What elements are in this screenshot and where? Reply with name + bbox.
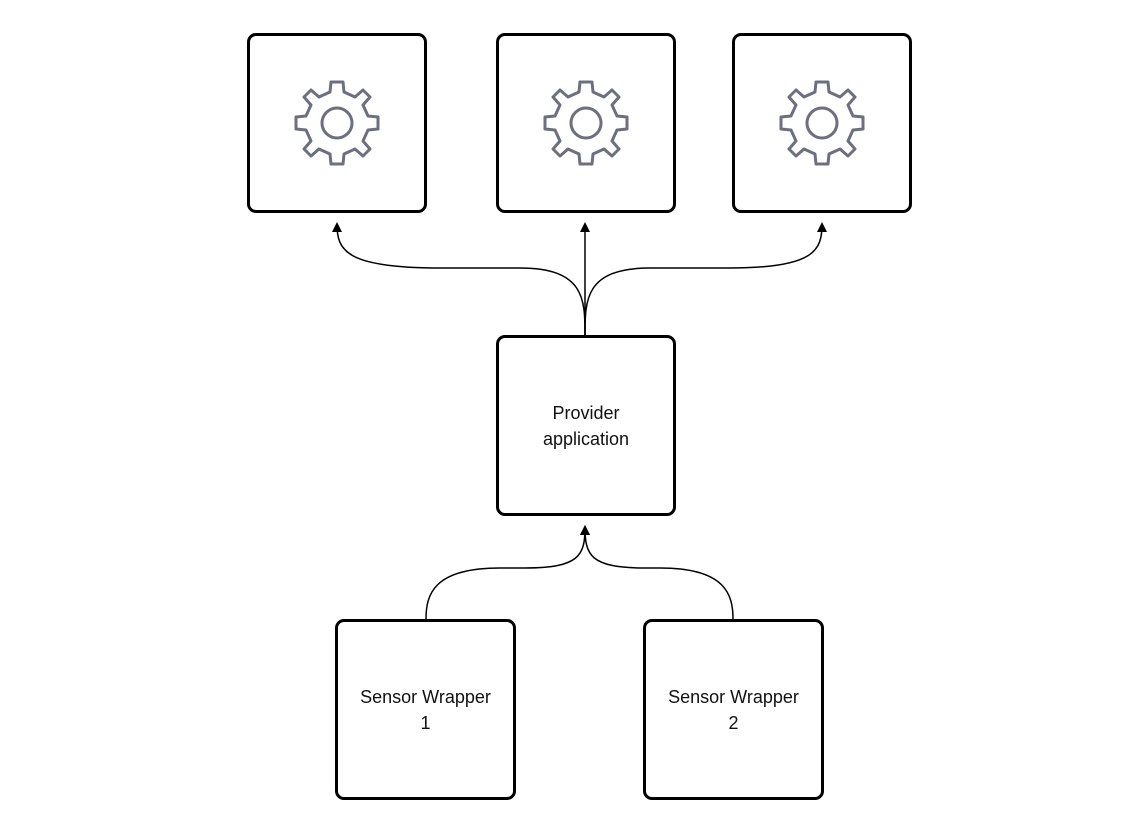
sensor-wrapper-node-2[interactable]: Sensor Wrapper 2 [643,619,824,800]
gear-icon [777,78,867,168]
edge-sensor-2-to-provider [580,525,734,620]
consumer-node-2[interactable] [496,33,676,213]
sensor-wrapper-2-label: Sensor Wrapper 2 [668,686,799,733]
sensor-wrapper-node-1[interactable]: Sensor Wrapper 1 [335,619,516,800]
edge-provider-to-consumer-1 [332,222,586,336]
provider-application-label: Provider application [542,402,630,449]
sensor-wrapper-1-label: Sensor Wrapper 1 [360,686,491,733]
consumer-node-3[interactable] [732,33,912,213]
consumer-node-1[interactable] [247,33,427,213]
gear-icon [541,78,631,168]
gear-icon [292,78,382,168]
edge-sensor-1-to-provider [425,525,590,620]
edge-provider-to-consumer-3 [584,222,827,336]
provider-application-node[interactable]: Provider application [496,335,676,516]
